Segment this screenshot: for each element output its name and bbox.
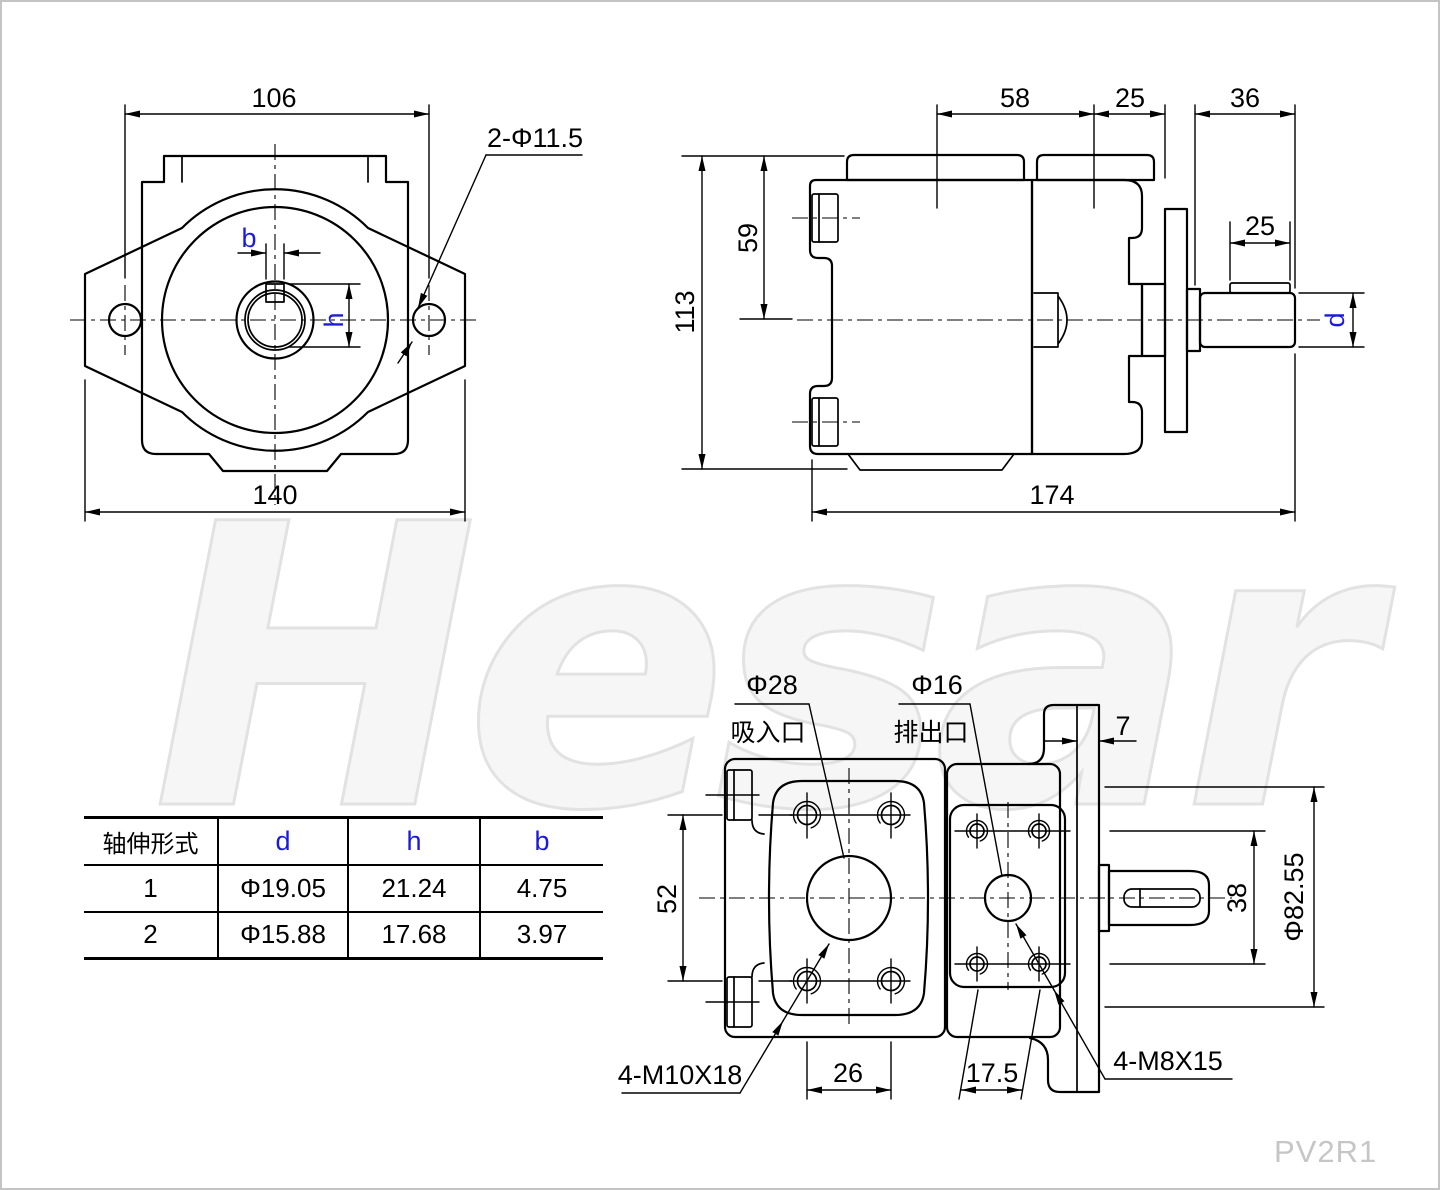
side-plate-rear [1035, 153, 1156, 182]
front-body-step-lines [181, 155, 369, 183]
side-shaft-break [1033, 292, 1068, 348]
mount-holes-leader [417, 154, 487, 309]
bottom-left-bolt-bottom-detail [733, 962, 765, 1028]
dim-38-ext [1109, 830, 1266, 965]
dim-d-text: d [1320, 312, 1350, 327]
dim-7-text: 7 [1115, 711, 1130, 741]
table-header-h: h [347, 817, 480, 866]
dim-113-text: 113 [670, 290, 700, 333]
dim-36-text: 36 [1230, 83, 1260, 113]
suction-name-label: 吸入口 [730, 719, 805, 747]
dim-113-ext [681, 155, 848, 470]
table-header-b: b [479, 817, 603, 866]
dim-26-text: 26 [833, 1058, 863, 1088]
dim-h-text: h [319, 312, 349, 327]
dim-59-text: 59 [733, 223, 763, 253]
bottom-m8-holes [954, 813, 1071, 982]
front-view: 106 140 b h 2-Φ11.5 [70, 83, 583, 522]
mount-holes-tick [397, 341, 413, 364]
table-row: 1 Φ19.05 21.24 4.75 [84, 864, 603, 913]
side-bottom-tab [847, 453, 1015, 471]
dim-25key-ext [1229, 221, 1291, 281]
side-view: 58 25 36 25 59 113 174 [670, 83, 1365, 522]
rear-bolts-leader-1 [1053, 989, 1106, 1080]
shaft-spec-table: 轴伸形式 d h b 1 Φ19.05 21.24 4.75 2 Φ15.88 … [84, 816, 603, 960]
suction-dia-label: Φ28 [746, 670, 798, 700]
table-cell: Φ15.88 [217, 911, 348, 960]
dim-58-text: 58 [1000, 83, 1030, 113]
table-header-type: 轴伸形式 [84, 817, 218, 866]
rear-bolts-leader-2 [1015, 923, 1055, 991]
table-cell: 1 [84, 864, 218, 913]
front-bolts-label: 4-M10X18 [618, 1060, 743, 1090]
table-cell: 3.97 [479, 911, 603, 960]
dim-82_55-text: Φ82.55 [1279, 852, 1309, 941]
bottom-left-bolt-top-detail [733, 769, 765, 835]
table-cell: 4.75 [479, 864, 603, 913]
bottom-shaft [1107, 869, 1211, 927]
bottom-view: 52 26 17.5 7 38 Φ82.55 Φ28 吸入口 [618, 670, 1325, 1100]
bottom-rear-block [945, 762, 1062, 1039]
bottom-left-bolt-ticks [705, 794, 760, 1003]
table-cell: Φ19.05 [217, 864, 348, 913]
dim-140-text: 140 [252, 480, 297, 510]
dim-25-text: 25 [1115, 83, 1145, 113]
table-cell: 17.68 [347, 911, 480, 960]
dim-82_55-ext [1104, 786, 1325, 1008]
rear-bolts-label: 4-M8X15 [1113, 1046, 1223, 1076]
part-code: PV2R1 [1274, 1134, 1378, 1169]
front-flange-outline [83, 188, 467, 452]
suction-leader [734, 703, 845, 859]
table-row: 2 Φ15.88 17.68 3.97 [84, 911, 603, 960]
dim-140-ext [84, 379, 466, 522]
table-header-d: d [217, 817, 348, 866]
discharge-leader [898, 703, 1003, 877]
front-bolts-leader-2 [782, 943, 830, 1022]
dim-17_5-ext [958, 989, 1041, 1100]
dim-106-text: 106 [251, 83, 296, 113]
dim-b-text: b [241, 223, 256, 253]
side-plate-front [845, 153, 1026, 182]
dim-36-ext [1194, 104, 1296, 289]
discharge-dia-label: Φ16 [911, 670, 963, 700]
bottom-m10-holes [789, 792, 911, 1004]
front-bolts-leader-1 [739, 1020, 784, 1094]
side-shaft-key [1229, 282, 1291, 294]
bottom-front-port-plate [767, 779, 930, 1017]
table-header-row: 轴伸形式 d h b [84, 817, 603, 866]
mount-holes-label: 2-Φ11.5 [487, 123, 583, 153]
table-cell: 2 [84, 911, 218, 960]
dim-52-text: 52 [652, 884, 682, 914]
dim-17_5-text: 17.5 [966, 1058, 1019, 1088]
discharge-name-label: 排出口 [893, 719, 968, 747]
dim-174-text: 174 [1029, 480, 1074, 510]
front-body-outline [140, 154, 410, 473]
front-centerlines [70, 144, 480, 505]
dim-25key-text: 25 [1245, 211, 1275, 241]
side-rear-cover [1030, 178, 1144, 456]
side-front-body [808, 178, 1034, 456]
table-cell: 21.24 [347, 864, 480, 913]
dim-58-ext [936, 104, 1095, 209]
dim-106-ext [124, 104, 430, 279]
dim-38-text: 38 [1222, 883, 1252, 913]
dim-52-ext [667, 814, 793, 982]
side-bolt-centerlines [792, 217, 860, 423]
